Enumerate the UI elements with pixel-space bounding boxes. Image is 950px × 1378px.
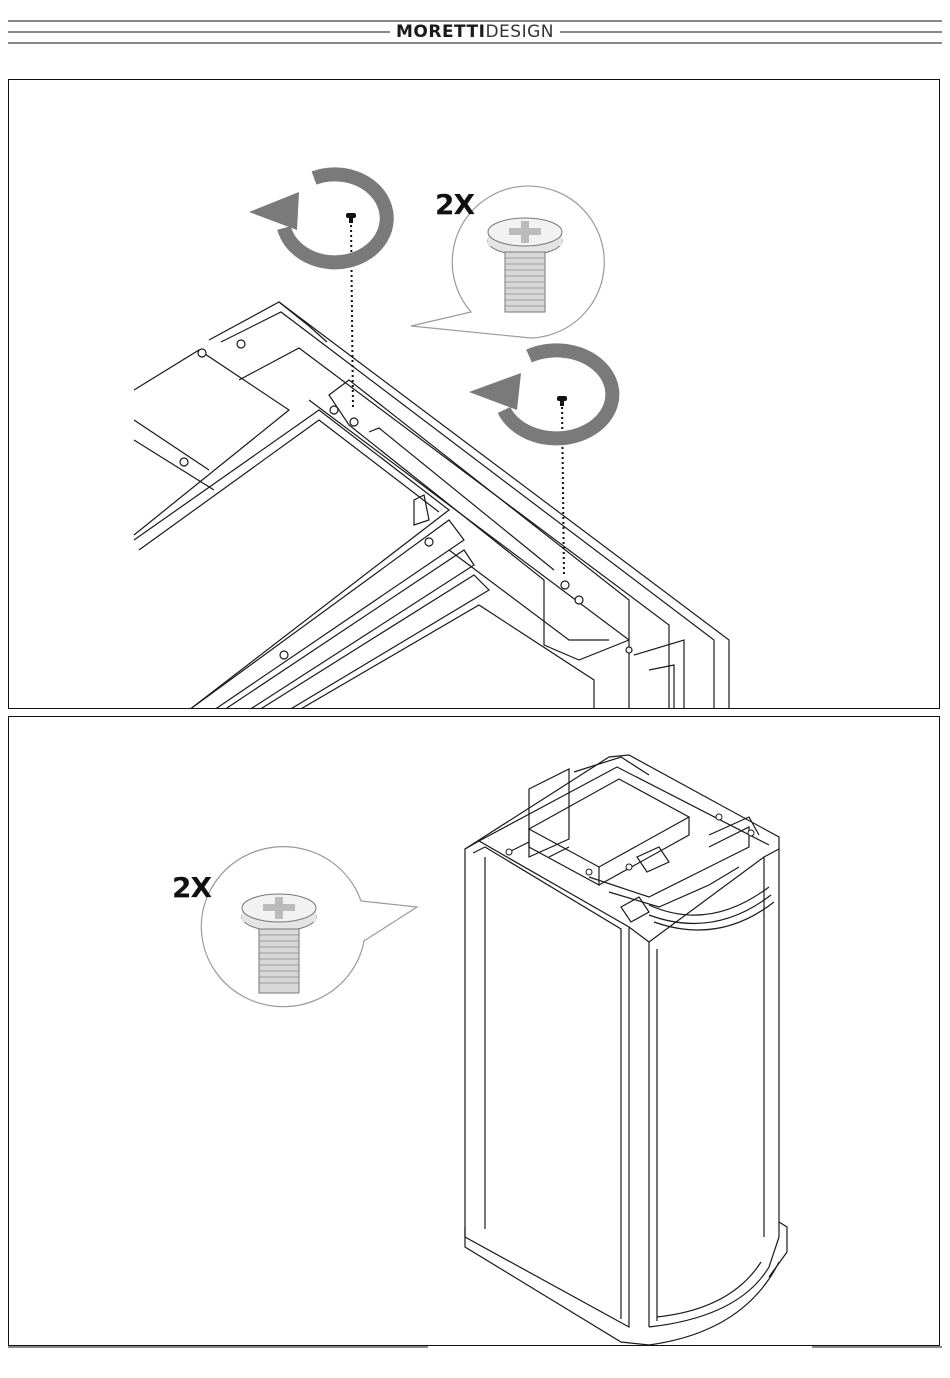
assembled-unit-illustration xyxy=(9,717,940,1346)
step-panel-2: 2X xyxy=(8,716,940,1346)
brand-logo: MORETTIDESIGN xyxy=(0,22,950,42)
quantity-label: 2X xyxy=(435,188,474,221)
rotate-ccw-arrow-icon xyxy=(249,174,387,262)
step-panel-1: 2X xyxy=(8,79,940,709)
top-bracket-illustration xyxy=(9,80,940,709)
brand-light: DESIGN xyxy=(485,22,560,42)
rotate-ccw-arrow-icon xyxy=(469,350,612,438)
page-header: MORETTIDESIGN xyxy=(0,0,950,60)
footer-rules xyxy=(0,1346,950,1366)
brand-bold: MORETTI xyxy=(390,22,485,42)
screw-callout xyxy=(201,847,417,1007)
quantity-label: 2X xyxy=(172,871,211,904)
